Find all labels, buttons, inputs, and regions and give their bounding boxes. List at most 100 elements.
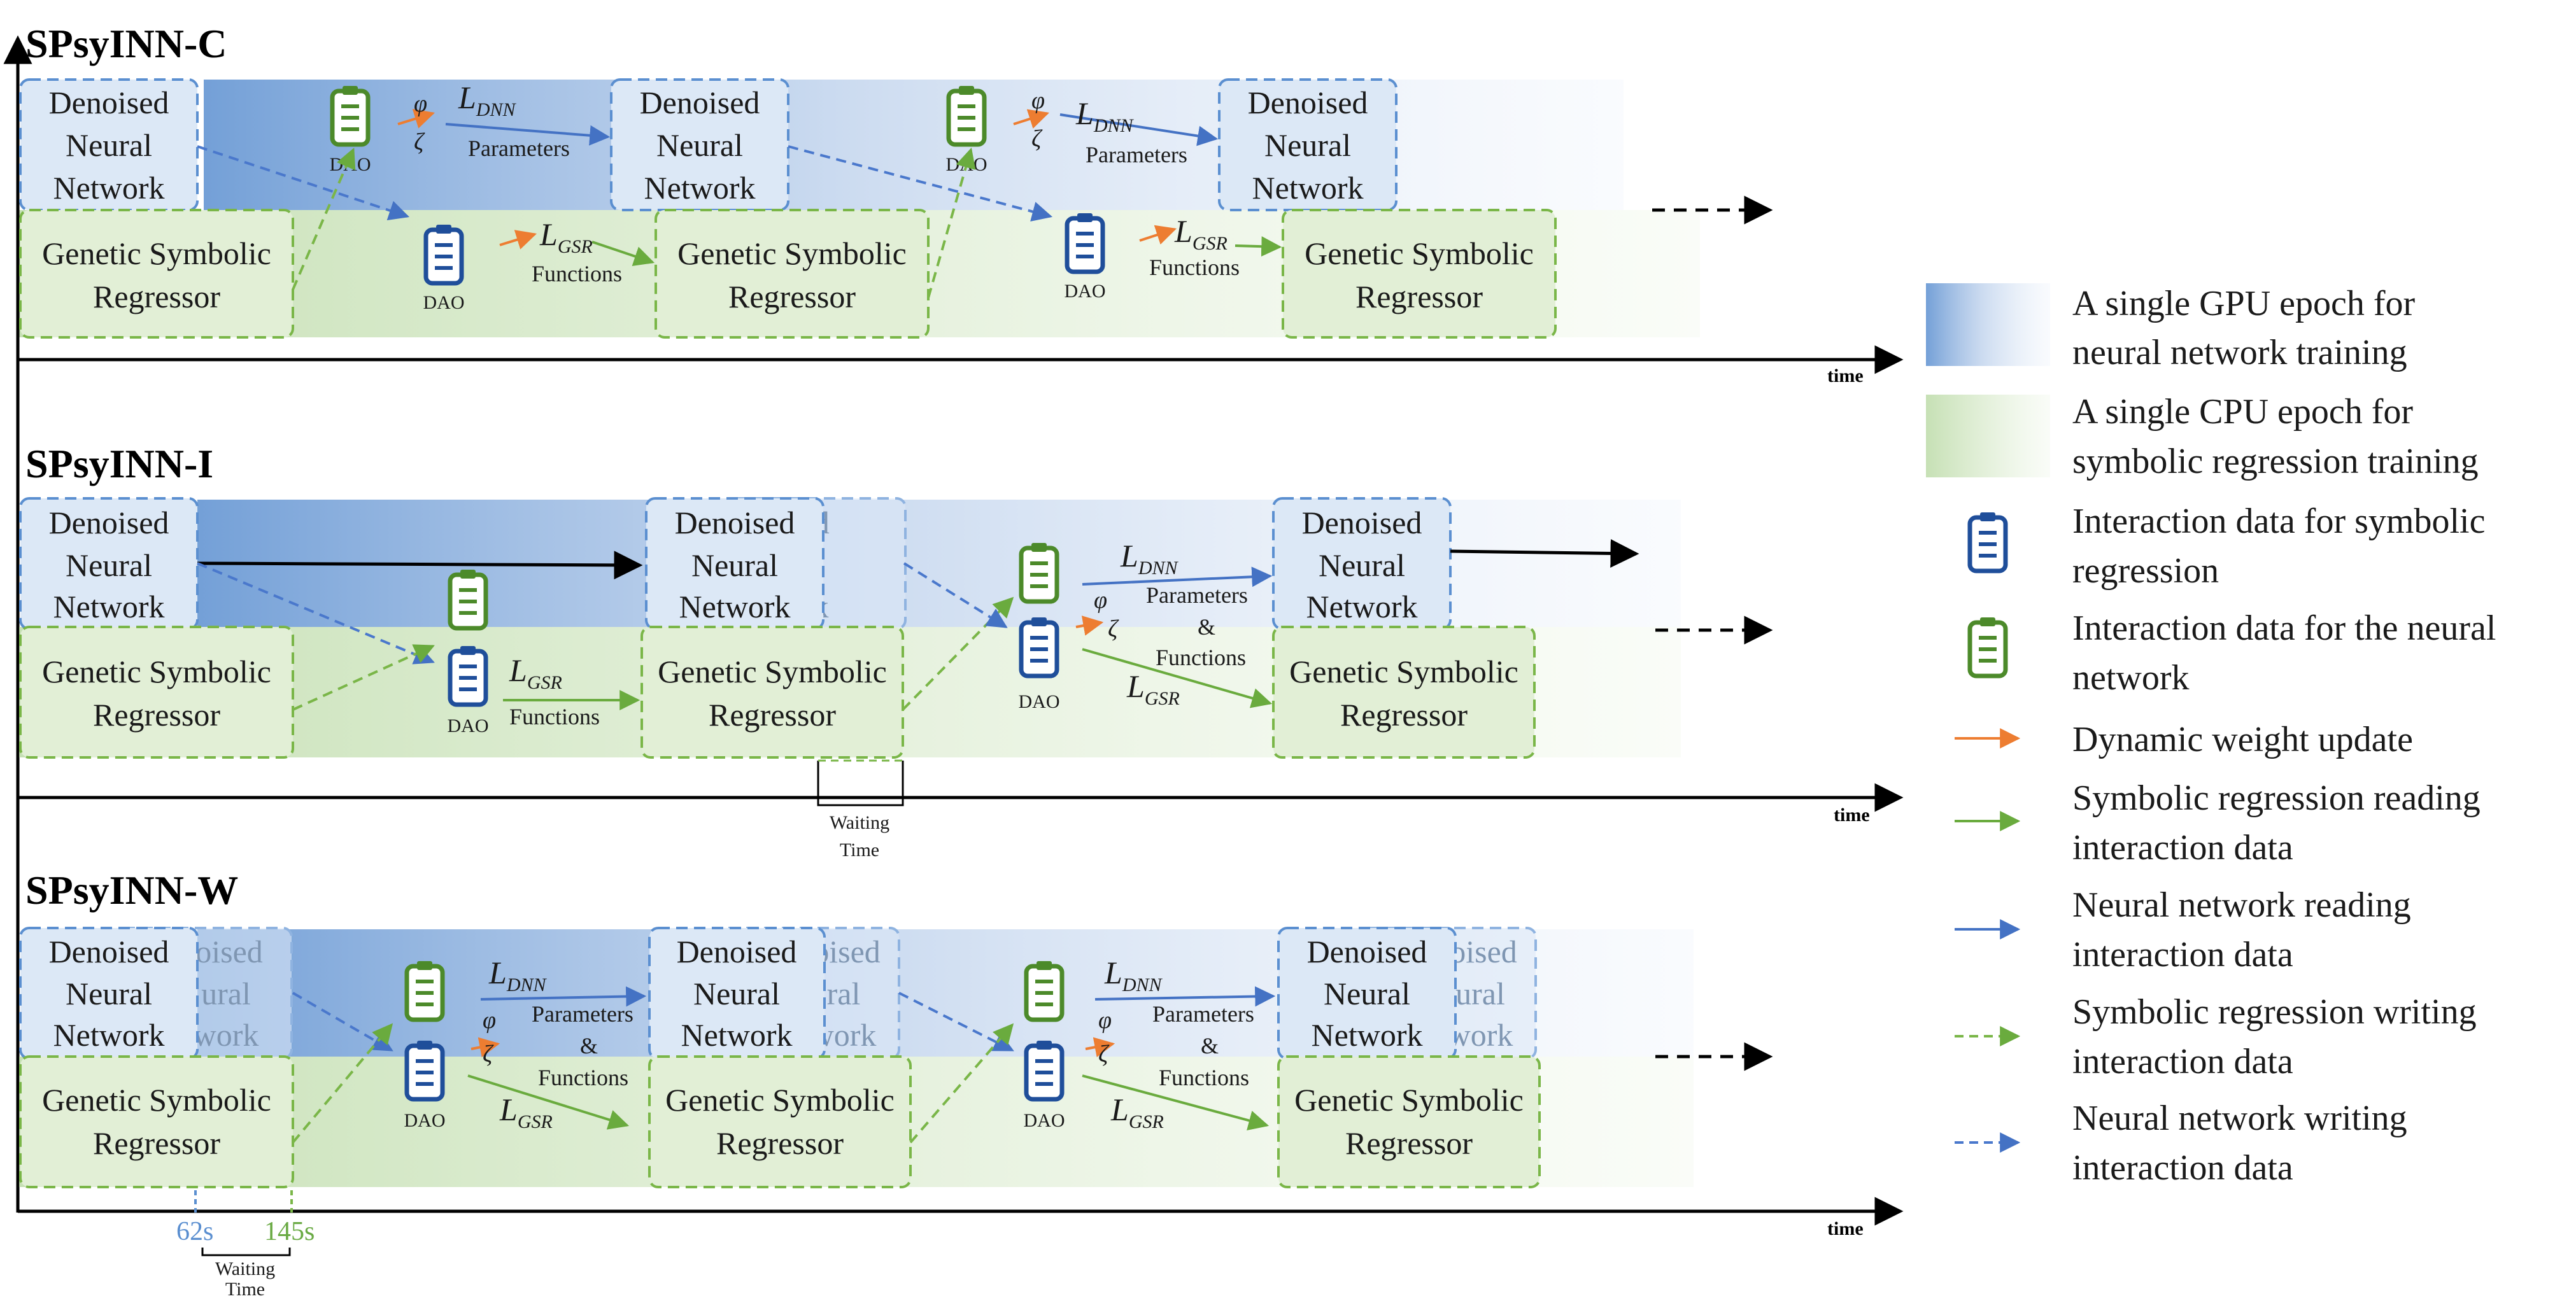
svg-text:Denoised: Denoised [1307,934,1427,969]
weight-update-arrow [1013,109,1050,129]
weight-update-arrow [471,1037,500,1058]
svg-text:ral: ral [827,976,861,1011]
nn-box: Denoised Neural Network [648,927,826,1060]
legend-nn-write-line1: Neural network writing [2072,1099,2407,1138]
continuous-training-arrow [1450,538,1639,568]
svg-text:ural: ural [201,976,251,1011]
nn-read-arrow [1082,566,1273,587]
dao-label: DAO [1024,1110,1065,1131]
svg-text:Denoised: Denoised [675,505,795,540]
svg-text:Genetic Symbolic: Genetic Symbolic [42,1082,271,1118]
ampersand-label: & [580,1033,598,1058]
nn-read-arrow [1094,986,1276,1007]
loss-gsr-label: LGSR [499,1092,553,1132]
svg-text:Genetic Symbolic: Genetic Symbolic [658,654,887,689]
interaction-data-nn-icon [407,961,442,1020]
phi-label: φ [1094,587,1107,614]
zeta-label: ζ [414,129,425,155]
parameters-label: Parameters [1152,1001,1254,1027]
nn-box: Denoised Neural Network [19,497,199,630]
time-word-label: Time [225,1279,265,1300]
tick-145-label: 145s [264,1217,315,1246]
parameters-label: Parameters [532,1001,633,1027]
svg-text:Neural: Neural [1324,976,1410,1011]
legend-sr-read-line1: Symbolic regression reading [2072,778,2480,818]
weight-update-arrow [1085,1037,1115,1057]
svg-text:oised: oised [195,934,263,969]
svg-text:Network: Network [679,589,791,624]
svg-text:Network: Network [53,1017,165,1053]
nn-write-arrow [788,145,1053,222]
parameters-label: Parameters [1146,582,1248,608]
nn-box: Denoised Neural Network [19,927,199,1060]
parameters-label: Parameters [468,136,570,161]
interaction-data-sr-icon [1067,213,1103,272]
zeta-label: ζ [1108,615,1119,642]
sr-write-arrow [927,147,976,299]
legend-sr-data-line1: Interaction data for symbolic [2072,502,2485,541]
svg-text:Network: Network [1312,1017,1423,1053]
nn-read-arrow [1059,113,1219,146]
phi-label: φ [483,1007,496,1034]
svg-text:Genetic Symbolic: Genetic Symbolic [1305,236,1534,271]
loss-gsr-label: LGSR [1126,668,1180,709]
nn-box: Denoised Neural Network [1218,78,1398,211]
svg-text:Genetic Symbolic: Genetic Symbolic [677,236,907,271]
waiting-bracket [817,761,904,806]
legend-sr-read-line2: interaction data [2072,828,2293,868]
svg-text:Regressor: Regressor [93,1125,220,1161]
interaction-data-nn-icon [1021,543,1057,601]
interaction-data-sr-icon [1021,617,1057,676]
legend-sr-data-line2: regression [2072,551,2219,591]
gsr-box: Genetic Symbolic Regressor [19,209,294,339]
nn-write-arrow [292,992,393,1051]
svg-text:Network: Network [53,170,165,206]
loss-gsr-label: LGSR [509,652,562,693]
loss-dnn-label: LDNN [1075,95,1134,136]
interaction-data-sr-icon [426,225,462,283]
legend-nn-read-line1: Neural network reading [2072,885,2411,925]
svg-text:Network: Network [644,170,756,206]
sr-read-arrow [1082,648,1273,708]
sr-write-arrow [902,596,1014,711]
gsr-box: Genetic Symbolic Regressor [19,1055,294,1188]
svg-text:Network: Network [681,1017,793,1053]
loss-dnn-label: LDNN [1104,955,1163,995]
svg-text:Denoised: Denoised [677,934,797,969]
time-label: time [1834,805,1870,826]
section-w-title: SPsyINN-W [25,868,238,913]
loss-gsr-label: LGSR [539,216,593,257]
functions-label: Functions [1156,645,1246,670]
weight-update-arrow [499,230,537,250]
weight-update-arrow [397,109,435,129]
ampersand-label: & [1201,1033,1219,1058]
gsr-box: Genetic Symbolic Regressor [19,626,294,759]
svg-text:Regressor: Regressor [93,697,220,733]
functions-label: Functions [538,1065,628,1090]
waiting-label: Waiting [830,812,889,833]
svg-text:Denoised: Denoised [49,85,169,120]
legend-nn-data-line1: Interaction data for the neural [2072,608,2496,648]
svg-text:Neural: Neural [1264,127,1351,163]
svg-text:Regressor: Regressor [93,279,220,314]
weight-update-arrow [1075,615,1104,636]
dao-label: DAO [448,715,489,736]
sr-write-arrow [292,1023,393,1144]
nn-read-arrow [480,986,647,1007]
dao-label: DAO [423,292,465,313]
svg-text:Genetic Symbolic: Genetic Symbolic [665,1082,895,1118]
svg-text:Neural: Neural [656,127,743,163]
sr-read-arrow [591,241,655,266]
gsr-box: Genetic Symbolic Regressor [1277,1055,1541,1188]
svg-text:Genetic Symbolic: Genetic Symbolic [42,654,271,689]
legend-cpu-line1: A single CPU epoch for [2072,392,2413,432]
sr-write-arrow [292,644,435,711]
svg-text:Network: Network [1306,589,1418,624]
continuous-training-arrow [197,551,643,580]
legend-nn-read-line2: interaction data [2072,935,2293,974]
svg-text:Neural: Neural [1319,547,1405,583]
svg-text:Regressor: Regressor [1345,1125,1473,1161]
zeta-label: ζ [483,1041,494,1067]
svg-text:Denoised: Denoised [49,934,169,969]
waiting-bracket [201,1248,291,1256]
